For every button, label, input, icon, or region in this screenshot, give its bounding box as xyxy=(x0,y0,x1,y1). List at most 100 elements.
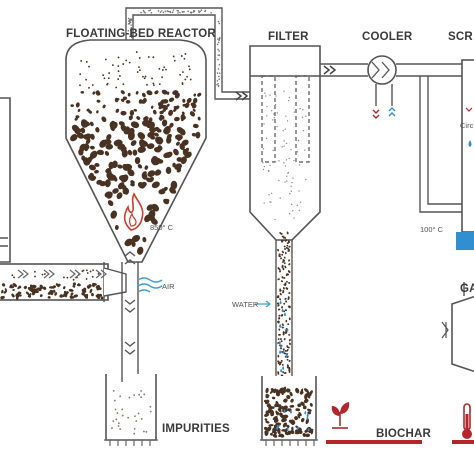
particle xyxy=(127,29,130,32)
particle xyxy=(71,124,80,133)
particle xyxy=(91,84,94,86)
particle xyxy=(129,110,135,116)
particle xyxy=(70,134,78,142)
particle xyxy=(284,239,287,242)
particle xyxy=(95,294,101,299)
particle xyxy=(163,186,168,192)
particle xyxy=(165,68,167,71)
particle xyxy=(141,172,148,180)
particle xyxy=(218,78,221,81)
filter-outlet-pipe xyxy=(320,63,368,77)
particle xyxy=(4,288,8,292)
particle xyxy=(172,9,175,11)
particle xyxy=(189,111,196,117)
particle xyxy=(116,412,119,414)
particle xyxy=(180,113,185,120)
particle xyxy=(108,72,111,75)
gas-engine xyxy=(441,282,474,444)
particle xyxy=(280,280,284,283)
particle xyxy=(277,408,282,413)
water-label: WATER xyxy=(232,300,259,309)
scrubber-label: SCR xyxy=(448,31,473,43)
particle xyxy=(281,392,284,396)
particle xyxy=(88,164,96,171)
particle xyxy=(288,317,291,321)
particle xyxy=(83,293,87,298)
particle xyxy=(217,48,219,51)
particle xyxy=(184,53,187,55)
particle xyxy=(88,110,93,114)
particle xyxy=(151,77,153,80)
particle xyxy=(301,116,304,118)
particle xyxy=(284,265,287,269)
particle xyxy=(141,119,151,127)
particle xyxy=(72,285,76,288)
particle xyxy=(117,56,120,59)
particle xyxy=(283,262,286,265)
particle xyxy=(152,56,155,59)
particle xyxy=(39,284,43,290)
particle xyxy=(287,172,289,174)
particle xyxy=(153,147,162,153)
particle xyxy=(142,75,144,78)
particle xyxy=(283,372,287,374)
particle xyxy=(290,148,292,151)
particle xyxy=(281,264,284,268)
particle xyxy=(83,157,90,166)
particle xyxy=(149,127,157,133)
particle xyxy=(279,298,282,301)
particle xyxy=(168,97,175,103)
particle xyxy=(277,278,280,281)
particle xyxy=(218,54,221,56)
particle xyxy=(138,66,140,69)
particle xyxy=(127,416,130,419)
particle xyxy=(159,11,162,13)
particle xyxy=(111,427,113,430)
biochar-label: BIOCHAR xyxy=(376,428,432,440)
particle xyxy=(91,284,95,288)
particle xyxy=(188,65,190,68)
particle xyxy=(272,434,278,438)
particle xyxy=(286,358,289,361)
particle xyxy=(263,165,265,168)
particle xyxy=(286,175,288,177)
particle xyxy=(176,134,182,141)
particle xyxy=(296,429,300,433)
particle xyxy=(96,149,104,156)
particle xyxy=(218,50,220,52)
particle xyxy=(277,354,280,358)
particle xyxy=(89,270,92,273)
particle xyxy=(172,55,175,58)
particle xyxy=(72,282,77,286)
particle xyxy=(288,259,291,262)
particle xyxy=(142,9,145,12)
particle xyxy=(146,143,155,149)
particle xyxy=(284,350,287,352)
particle xyxy=(95,90,100,96)
particle xyxy=(152,84,155,87)
particle xyxy=(281,363,284,366)
particle xyxy=(138,99,143,104)
particle xyxy=(286,394,291,400)
particle xyxy=(174,117,179,122)
particle xyxy=(285,142,288,145)
particle xyxy=(283,302,286,305)
particle xyxy=(282,348,285,351)
particle xyxy=(266,403,271,408)
particle xyxy=(173,148,179,156)
screw-feeder xyxy=(0,262,127,302)
particle xyxy=(148,117,153,123)
particle xyxy=(275,400,279,407)
particle xyxy=(278,328,281,331)
particle xyxy=(70,104,74,107)
particle xyxy=(63,276,65,279)
particle xyxy=(149,405,152,408)
particle xyxy=(95,127,100,133)
particle xyxy=(278,363,282,366)
particle xyxy=(141,92,146,98)
particle xyxy=(141,140,149,147)
particle xyxy=(98,287,102,291)
particle xyxy=(288,333,291,336)
particle xyxy=(135,91,139,95)
particle xyxy=(107,200,114,207)
